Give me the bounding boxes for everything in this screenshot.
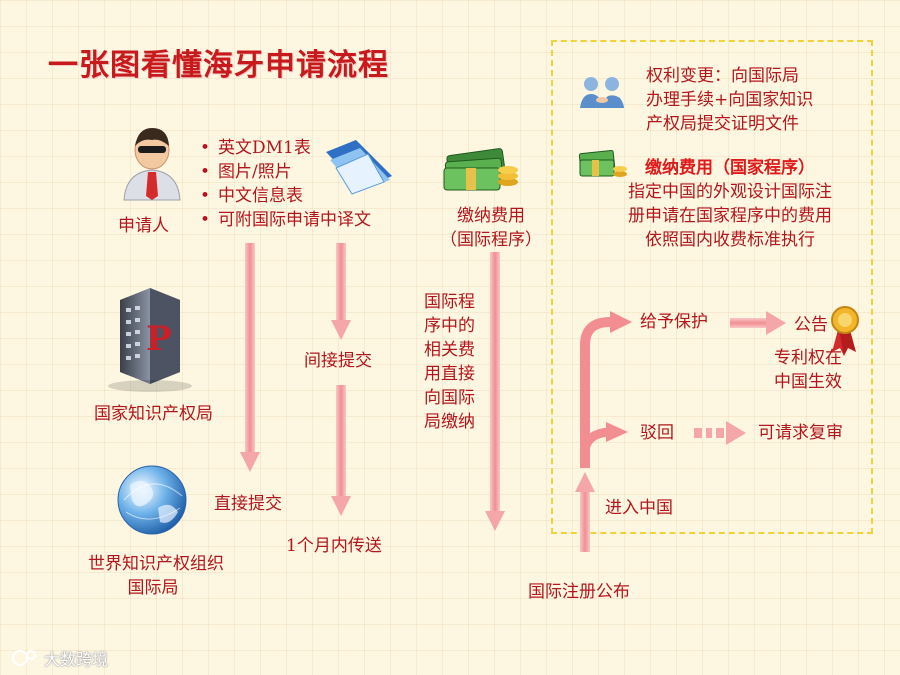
- svg-text:P: P: [146, 319, 172, 359]
- rights-change-text: 权利变更：向国际局 办理手续+向国家知识 产权局提交证明文件: [646, 64, 813, 136]
- application-materials-list: 英文DM1表 图片/照片 中文信息表 可附国际申请中译文: [198, 136, 371, 232]
- arrow-indirect-top: [331, 243, 351, 340]
- pay-intl-fee-line: （国际程序）: [440, 230, 542, 250]
- arrow-direct-submit: [240, 243, 260, 472]
- national-fee-line: 册申请在国家程序中的费用: [628, 206, 832, 226]
- money-icon: [443, 148, 518, 191]
- rights-change-line: 权利变更：向国际局: [646, 66, 799, 86]
- rights-change-line: 产权局提交证明文件: [646, 114, 799, 134]
- globe-icon: [117, 465, 187, 535]
- material-item: 图片/照片: [198, 160, 371, 184]
- watermark-logo-icon: [12, 650, 36, 666]
- applicant-label: 申请人: [118, 216, 169, 236]
- cnipa-label: 国家知识产权局: [94, 404, 213, 424]
- intl-registration-label: 国际注册公布: [528, 582, 630, 602]
- transfer-within-month-label: 1个月内传送: [286, 536, 382, 556]
- rights-change-line: 办理手续+向国家知识: [646, 90, 814, 110]
- protect-label: 给予保护: [640, 312, 708, 332]
- material-item: 可附国际申请中译文: [198, 208, 371, 232]
- arrow-intl-fee: [485, 252, 505, 531]
- arrow-protect-to-announce: [730, 311, 786, 335]
- arrow-indirect-bottom: [331, 385, 351, 516]
- national-fee-title: 缴纳费用（国家程序）: [645, 158, 815, 178]
- national-fee-block: 缴纳费用（国家程序） 指定中国的外观设计国际注 册申请在国家程序中的费用 依照国…: [604, 156, 856, 252]
- effective-line: 专利权在: [774, 348, 842, 368]
- arrow-enter-china: [575, 472, 595, 552]
- national-phase-box: [551, 40, 873, 534]
- wipo-label: 世界知识产权组织 国际局: [88, 552, 224, 600]
- effective-line: 中国生效: [774, 372, 842, 392]
- money-icon: [578, 149, 627, 177]
- watermark-text: 大数跨境: [44, 650, 109, 669]
- pay-intl-fee-label: 缴纳费用 （国际程序）: [426, 204, 556, 252]
- intl-fee-note: 国际程 序中的 相关费 用直接 向国际 局缴纳: [424, 290, 475, 434]
- enter-china-label: 进入中国: [605, 498, 673, 518]
- direct-submit-label: 直接提交: [214, 494, 282, 514]
- medal-icon: [831, 306, 859, 356]
- intl-fee-note-line: 序中的: [424, 316, 475, 336]
- review-label: 可请求复审: [758, 423, 843, 443]
- effective-label: 专利权在 中国生效: [760, 346, 856, 394]
- intl-fee-note-line: 局缴纳: [424, 412, 475, 432]
- intl-fee-note-line: 国际程: [424, 292, 475, 312]
- national-fee-line: 指定中国的外观设计国际注: [628, 182, 832, 202]
- announce-label: 公告: [794, 315, 828, 335]
- handshake-icon: [580, 77, 624, 108]
- pay-intl-fee-line: 缴纳费用: [457, 206, 525, 226]
- arrow-reject-to-review: [694, 421, 746, 445]
- indirect-submit-label: 间接提交: [304, 351, 372, 371]
- material-item: 中文信息表: [198, 184, 371, 208]
- person-icon: [123, 128, 181, 201]
- intl-fee-note-line: 向国际: [424, 388, 475, 408]
- intl-fee-note-line: 相关费: [424, 340, 475, 360]
- reject-label: 驳回: [640, 423, 674, 443]
- intl-fee-note-line: 用直接: [424, 364, 475, 384]
- page-title: 一张图看懂海牙申请流程: [48, 48, 389, 83]
- wipo-label-line: 世界知识产权组织: [88, 554, 224, 574]
- arrow-to-protect: [580, 311, 632, 468]
- building-icon: P: [108, 288, 192, 392]
- wipo-label-line: 国际局: [127, 578, 179, 598]
- national-fee-line: 依照国内收费标准执行: [645, 230, 815, 250]
- material-item: 英文DM1表: [198, 136, 371, 160]
- arrow-to-reject: [580, 422, 628, 451]
